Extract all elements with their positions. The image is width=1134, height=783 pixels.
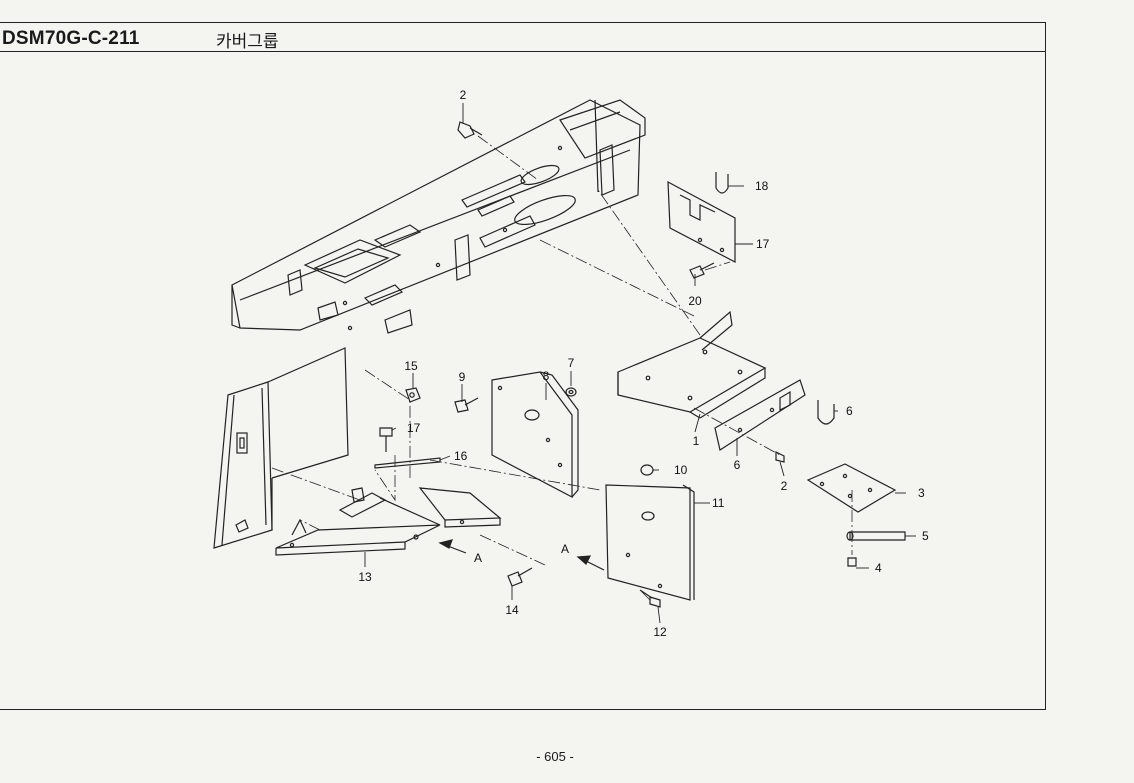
callout-12: 12 bbox=[653, 625, 667, 639]
main-frame bbox=[231, 99, 646, 334]
part-group-code: DSM70G-C-211 bbox=[2, 28, 140, 49]
left-side-cover bbox=[213, 347, 349, 549]
callout-15: 15 bbox=[404, 359, 418, 373]
view-arrow-left bbox=[438, 539, 467, 554]
drawing-frame bbox=[0, 22, 1046, 710]
panel-11 bbox=[605, 484, 695, 601]
callout-16: 16 bbox=[454, 449, 468, 463]
center-lines bbox=[271, 135, 853, 601]
leader-lines bbox=[364, 103, 916, 624]
callout-7: 7 bbox=[568, 356, 575, 370]
callout-8: 8 bbox=[543, 369, 550, 383]
callout-2-top: 2 bbox=[460, 88, 467, 102]
plate-8 bbox=[491, 371, 579, 498]
panel-18 bbox=[667, 180, 736, 263]
callout-14: 14 bbox=[505, 603, 519, 617]
strip-6 bbox=[714, 379, 806, 451]
callout-18: 17 bbox=[756, 237, 770, 251]
callout-5: 5 bbox=[922, 529, 929, 543]
callout-11: 11 bbox=[712, 496, 725, 510]
callout-19: 18 bbox=[755, 179, 769, 193]
callout-1: 1 bbox=[693, 434, 700, 448]
callout-20: 20 bbox=[688, 294, 702, 308]
callout-6-clip: 6 bbox=[846, 404, 853, 418]
title-block: DSM70G-C-211 카버그룹 bbox=[0, 22, 1046, 52]
callout-6-strip: 6 bbox=[734, 458, 741, 472]
tray-1 bbox=[617, 310, 767, 419]
callout-10: 10 bbox=[674, 463, 688, 477]
page-number: - 605 - bbox=[536, 749, 574, 764]
clip-19 bbox=[715, 172, 729, 194]
callout-2-right: 2 bbox=[781, 479, 788, 493]
plate-3 bbox=[806, 463, 897, 513]
hardware bbox=[351, 121, 857, 608]
bracket-assembly bbox=[275, 457, 502, 556]
clip-6 bbox=[817, 400, 835, 425]
part-group-name: 카버그룹 bbox=[216, 32, 279, 52]
view-label-a-left: A bbox=[474, 551, 482, 565]
callout-3: 3 bbox=[918, 486, 925, 500]
callout-4: 4 bbox=[875, 561, 882, 575]
callout-13: 13 bbox=[358, 570, 372, 584]
view-label-a-right: A bbox=[561, 542, 569, 556]
callout-17: 17 bbox=[407, 421, 421, 435]
view-arrow-right bbox=[576, 555, 605, 571]
pin-5 bbox=[846, 531, 906, 541]
callout-9: 9 bbox=[459, 370, 466, 384]
